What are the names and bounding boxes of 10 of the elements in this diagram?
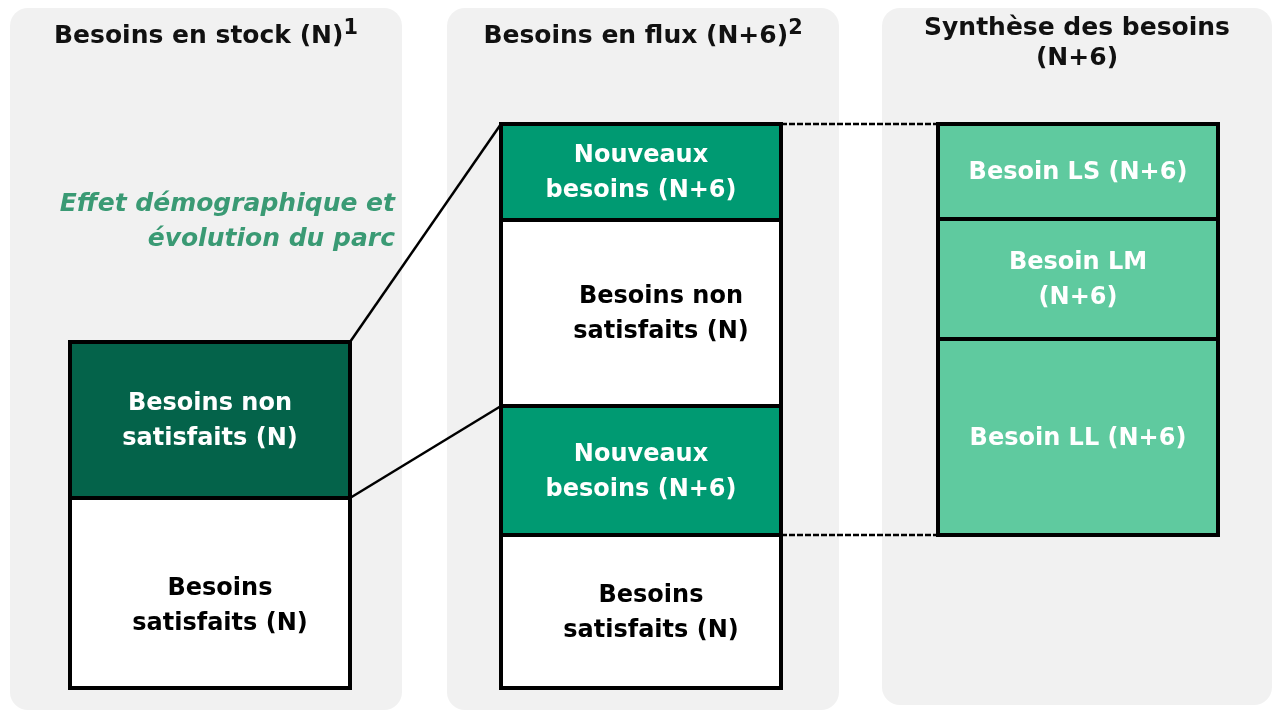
- annotation-text: Effet démographique et évolution du parc: [58, 187, 395, 254]
- column-panel: [882, 8, 1272, 705]
- column-panel: [10, 8, 402, 710]
- column-heading: Synthèse des besoins (N+6): [923, 12, 1231, 72]
- connector-line: [781, 122, 938, 126]
- column-panel: [447, 8, 839, 710]
- connector-line: [349, 404, 502, 500]
- column-heading: Besoins en flux (N+6)$^{2}$: [482, 14, 804, 51]
- column-heading: Besoins en stock (N)$^{1}$: [53, 14, 359, 51]
- connector-line: [781, 533, 938, 537]
